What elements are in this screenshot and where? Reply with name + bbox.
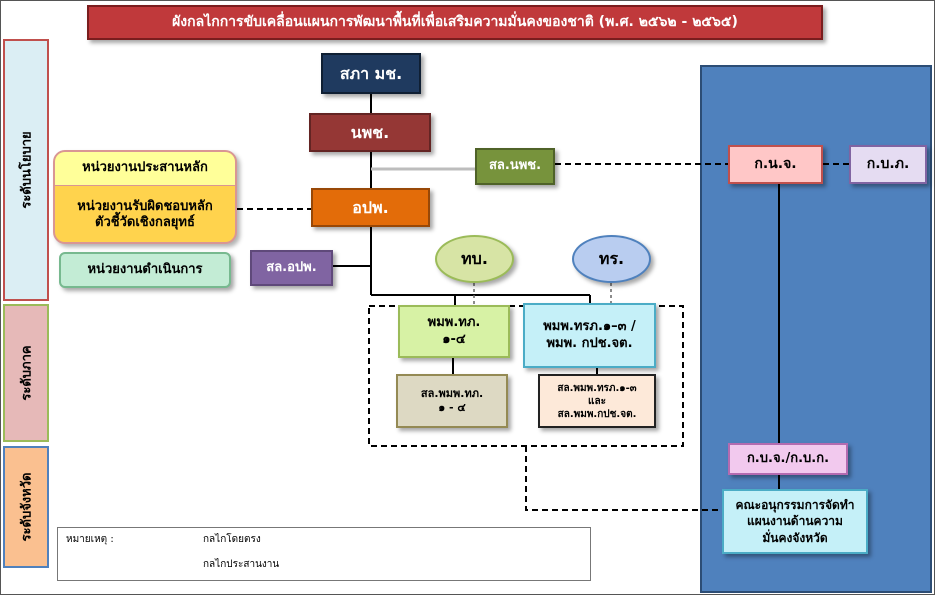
regional-army-line-1: พมพ.ทภ. (427, 315, 481, 331)
legend-direct-label: กลไกโดยตรง (203, 534, 261, 545)
legend-heading: หมายเหตุ : (66, 534, 114, 545)
legend: หมายเหตุ : กลไกโดยตรง กลไกประสานงาน (57, 527, 591, 581)
node-lead-responsible: หน่วยงานรับผิดชอบหลัก ตัวชี้วัดเชิงกลยุท… (55, 188, 235, 242)
node-regional-navy: พมพ.ทรภ.๑–๓ / พมพ. กปช.จต. (523, 303, 656, 368)
node-navy: ทร. (572, 235, 651, 283)
level-province: ระดับจังหวัด (3, 446, 49, 568)
regional-navy-line-2: พมพ. กปช.จต. (546, 335, 633, 351)
node-nsc-office: สล.นพช. (475, 148, 555, 185)
node-army: ทบ. (435, 235, 514, 283)
node-national-assembly: สภา มช. (321, 53, 421, 94)
node-kbj: ก.บ.จ./ก.บ.ก. (728, 443, 848, 475)
regional-navy-line-1: พมพ.ทรภ.๑–๓ / (543, 319, 636, 335)
node-kbp: ก.บ.ภ. (849, 145, 927, 184)
node-operating-unit: หน่วยงานดำเนินการ (59, 252, 231, 288)
provincial-committee-line-2: แผนงานด้านความ (747, 514, 843, 529)
regional-navy-office-line-1: สล.พมพ.ทรภ.๑-๓ (557, 382, 637, 394)
node-regional-army-office: สล.พมพ.ทภ. ๑ - ๔ (396, 374, 508, 428)
regional-army-line-2: ๑-๔ (442, 331, 466, 347)
regional-army-office-line-1: สล.พมพ.ทภ. (420, 387, 484, 401)
node-knj: ก.น.จ. (728, 145, 823, 184)
provincial-committee-line-1: คณะอนุกรรมการจัดทำ (735, 498, 855, 513)
node-provincial-committee: คณะอนุกรรมการจัดทำ แผนงานด้านความ มั่นคง… (722, 489, 868, 554)
node-opb: อปพ. (311, 188, 430, 227)
diagram-title: ผังกลไกการขับเคลื่อนแผนการพัฒนาพื้นที่เพ… (87, 5, 823, 40)
level-policy: ระดับนโยบาย (3, 39, 49, 301)
node-nsc: นพช. (309, 113, 431, 152)
provincial-committee-line-3: มั่นคงจังหวัด (762, 530, 828, 545)
level-region: ระดับภาค (3, 304, 49, 442)
lead-responsible-line-1: หน่วยงานรับผิดชอบหลัก (77, 198, 213, 214)
regional-army-office-line-2: ๑ - ๔ (438, 401, 466, 414)
node-opb-office: สล.อปพ. (250, 250, 333, 286)
legend-coordination-label: กลไกประสานงาน (203, 559, 280, 570)
node-lead-coordinator: หน่วยงานประสานหลัก (55, 152, 235, 186)
node-regional-army: พมพ.ทภ. ๑-๔ (398, 305, 510, 358)
node-regional-navy-office: สล.พมพ.ทรภ.๑-๓ และ สล.พมพ.กปช.จต. (538, 374, 656, 428)
regional-navy-office-line-3: สล.พมพ.กปช.จต. (557, 408, 637, 420)
lead-responsible-line-2: ตัวชี้วัดเชิงกลยุทธ์ (95, 215, 195, 230)
regional-navy-office-line-2: และ (588, 395, 606, 407)
